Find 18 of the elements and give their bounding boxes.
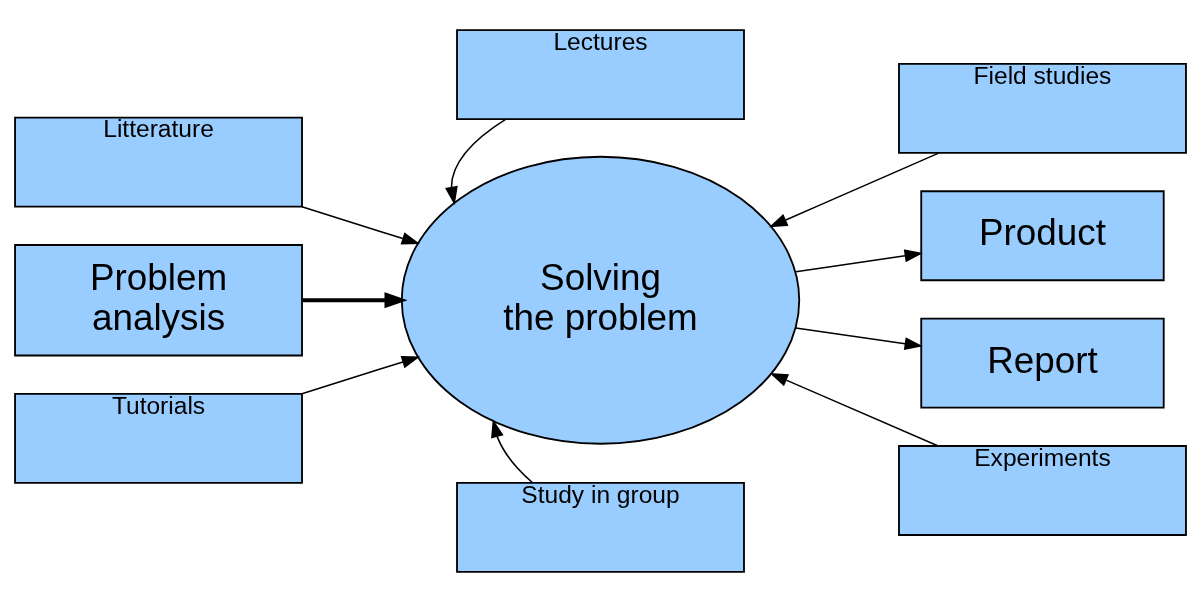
node-box: Field studies [898,62,1187,154]
node-box: Experiments [898,444,1187,536]
arrow [301,355,421,394]
node-box: Study in group [456,481,745,573]
arrow [795,248,923,273]
node-box: Lectures [456,28,745,120]
node-box: Report [920,317,1165,409]
arrow [302,291,408,308]
node-box: Product [920,189,1165,281]
node-box: Problem analysis [14,243,303,356]
arrow [301,205,421,245]
node-box: Litterature [14,116,303,208]
arrow [769,372,939,446]
node-box: Tutorials [14,392,303,484]
arrow [445,117,507,205]
arrow [491,418,534,483]
arrow [768,151,940,227]
arrow [795,326,923,350]
